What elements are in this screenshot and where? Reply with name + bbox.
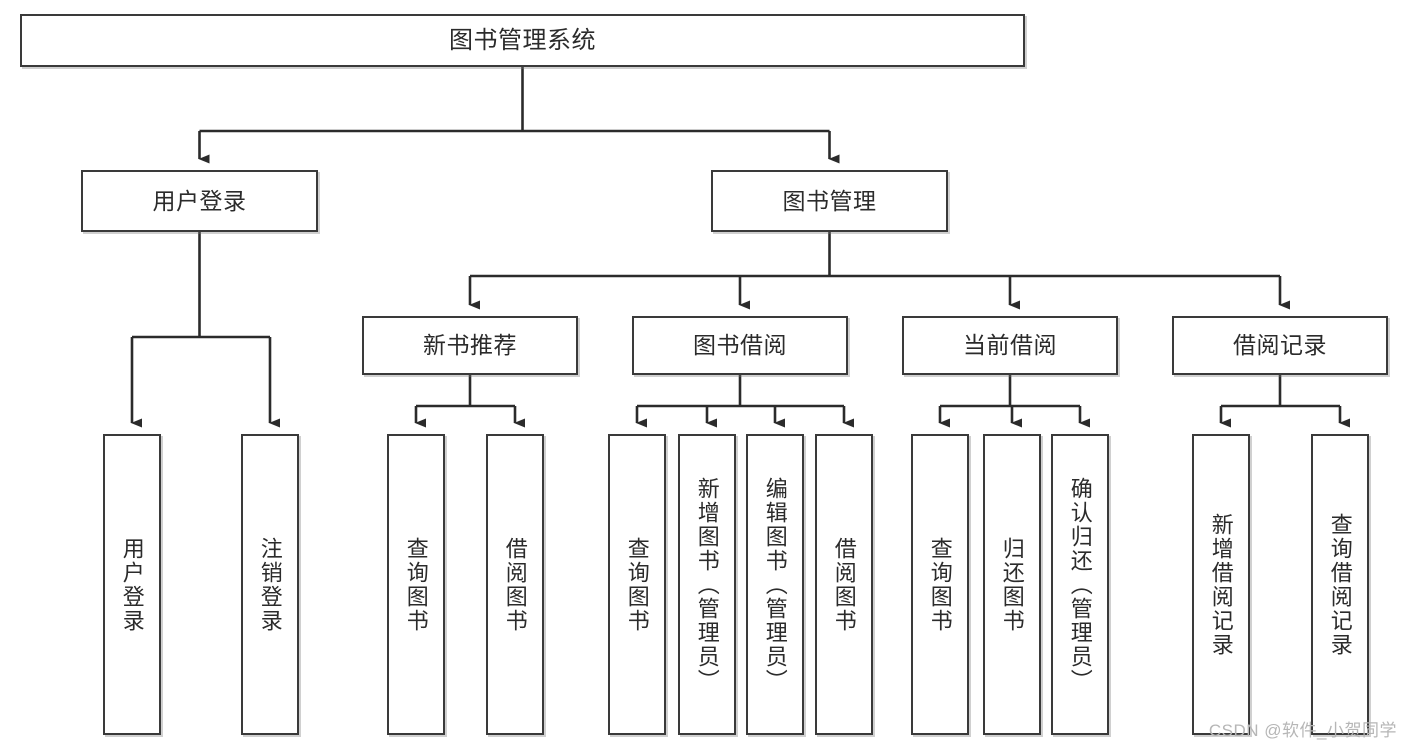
node-root[interactable]: 图书管理系统 bbox=[20, 14, 1025, 67]
node-label: 注销登录 bbox=[257, 536, 283, 633]
node-label: 编辑图书（管理员） bbox=[762, 476, 788, 693]
node-leaf-edit-book[interactable]: 编辑图书（管理员） bbox=[746, 434, 804, 735]
node-leaf-add-book[interactable]: 新增图书（管理员） bbox=[678, 434, 736, 735]
node-label: 借阅图书 bbox=[502, 536, 528, 633]
node-leaf-borrow-book-1[interactable]: 借阅图书 bbox=[486, 434, 544, 735]
node-leaf-query-record[interactable]: 查询借阅记录 bbox=[1311, 434, 1369, 735]
node-leaf-query-book-2[interactable]: 查询图书 bbox=[608, 434, 666, 735]
node-new-book-rec[interactable]: 新书推荐 bbox=[362, 316, 578, 375]
node-user-login[interactable]: 用户登录 bbox=[81, 170, 318, 232]
node-leaf-return-book[interactable]: 归还图书 bbox=[983, 434, 1041, 735]
node-book-manage[interactable]: 图书管理 bbox=[711, 170, 948, 232]
node-label: 归还图书 bbox=[999, 536, 1025, 633]
node-label: 新增图书（管理员） bbox=[694, 476, 720, 693]
node-label: 查询图书 bbox=[624, 536, 650, 633]
node-label: 用户登录 bbox=[152, 187, 247, 214]
node-label: 新书推荐 bbox=[423, 332, 517, 359]
node-label: 新增借阅记录 bbox=[1208, 512, 1234, 657]
node-borrow-record[interactable]: 借阅记录 bbox=[1172, 316, 1388, 375]
node-label: 图书管理系统 bbox=[449, 26, 596, 54]
watermark-label: CSDN @软件_小贺同学 bbox=[1208, 721, 1397, 740]
node-label: 用户登录 bbox=[119, 536, 145, 633]
node-leaf-user-login[interactable]: 用户登录 bbox=[103, 434, 161, 735]
node-label: 查询图书 bbox=[403, 536, 429, 633]
node-label: 确认归还（管理员） bbox=[1067, 476, 1093, 693]
node-label: 借阅图书 bbox=[831, 536, 857, 633]
node-leaf-query-book-3[interactable]: 查询图书 bbox=[911, 434, 969, 735]
node-leaf-logout[interactable]: 注销登录 bbox=[241, 434, 299, 735]
node-leaf-confirm-return[interactable]: 确认归还（管理员） bbox=[1051, 434, 1109, 735]
node-label: 图书借阅 bbox=[693, 332, 787, 359]
node-leaf-add-record[interactable]: 新增借阅记录 bbox=[1192, 434, 1250, 735]
node-label: 借阅记录 bbox=[1233, 332, 1327, 359]
node-leaf-query-book-1[interactable]: 查询图书 bbox=[387, 434, 445, 735]
node-label: 查询图书 bbox=[927, 536, 953, 633]
node-label: 查询借阅记录 bbox=[1327, 512, 1353, 657]
node-leaf-borrow-book-2[interactable]: 借阅图书 bbox=[815, 434, 873, 735]
node-current-borrow[interactable]: 当前借阅 bbox=[902, 316, 1118, 375]
node-label: 当前借阅 bbox=[963, 332, 1057, 359]
node-book-borrow[interactable]: 图书借阅 bbox=[632, 316, 848, 375]
node-label: 图书管理 bbox=[782, 187, 877, 214]
